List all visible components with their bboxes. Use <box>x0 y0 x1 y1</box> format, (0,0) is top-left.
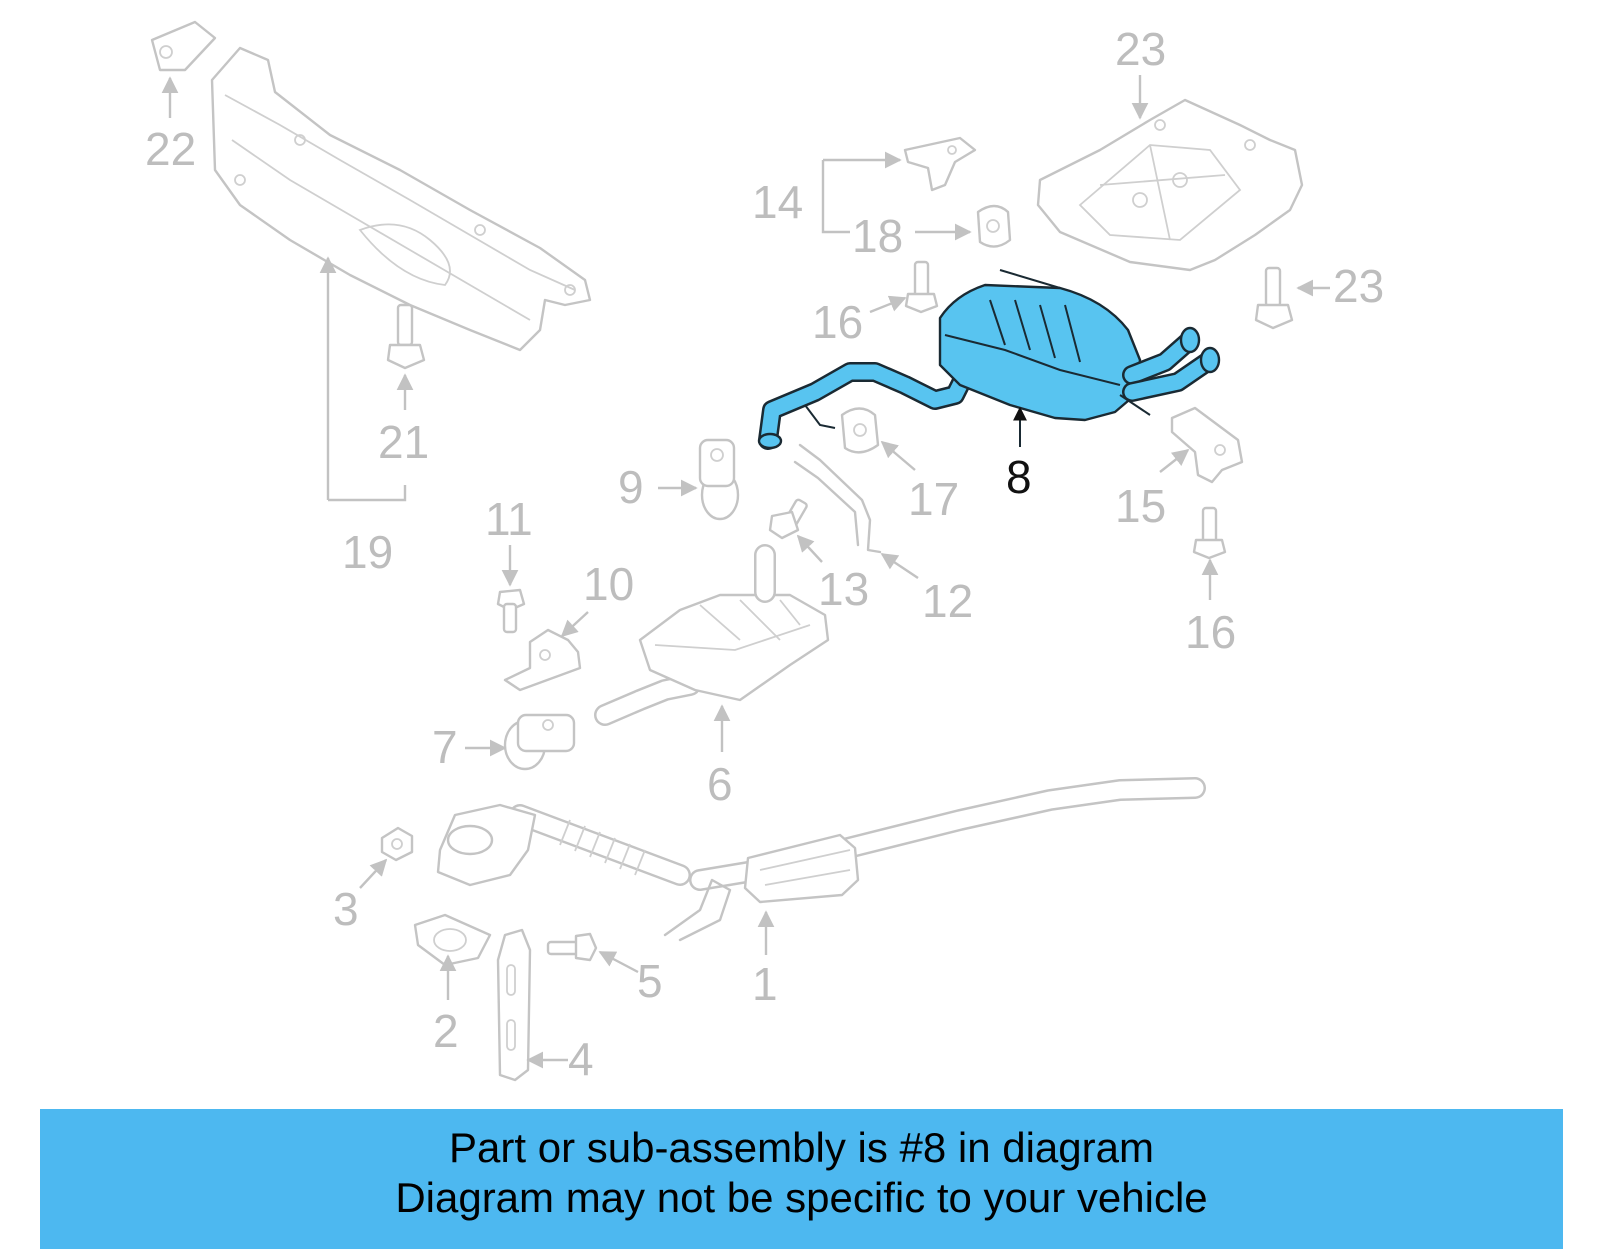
callout-23: 23 <box>1333 260 1384 312</box>
callout-12: 12 <box>922 575 973 627</box>
banner-line-disclaimer: Diagram may not be specific to your vehi… <box>395 1174 1208 1221</box>
callout-17: 17 <box>908 473 959 525</box>
callout-14: 14 <box>752 176 803 228</box>
leader-lines <box>161 75 1330 1069</box>
bolt-part-16-lower <box>1192 506 1227 560</box>
callout-2: 2 <box>433 1005 459 1057</box>
bracket-part-4 <box>496 928 532 1082</box>
info-banner: Part or sub-assembly is #8 in diagram Di… <box>40 1109 1563 1249</box>
hanger-part-18 <box>976 204 1012 248</box>
callout-16-lower: 16 <box>1185 606 1236 658</box>
callout-18: 18 <box>852 210 903 262</box>
bolt-part-5 <box>546 932 598 962</box>
callout-7: 7 <box>432 721 458 773</box>
callout-8: 8 <box>1006 451 1032 503</box>
front-pipe-part-1 <box>663 777 1206 942</box>
bolt-part-23 <box>1254 266 1294 330</box>
bracket-part-21 <box>150 20 217 72</box>
callout-15: 15 <box>1115 480 1166 532</box>
bracket-part-14 <box>903 136 977 192</box>
callout-21: 22 <box>145 123 196 175</box>
bracket-part-12 <box>793 443 882 554</box>
clamp-part-7 <box>503 713 576 771</box>
callout-13: 13 <box>818 563 869 615</box>
callout-10: 10 <box>583 558 634 610</box>
bolt-part-16-upper <box>904 260 939 314</box>
callout-5: 5 <box>637 955 663 1007</box>
callout-labels: 22 21 19 23 14 18 16 23 8 17 15 16 9 11 … <box>145 23 1384 1085</box>
callout-16-upper: 16 <box>812 296 863 348</box>
callout-22: 23 <box>1115 23 1166 75</box>
heat-shield-part-22 <box>1036 98 1304 272</box>
callout-9: 9 <box>618 461 644 513</box>
downpipe-section <box>436 803 691 887</box>
clamp-part-9 <box>698 438 740 521</box>
callout-20: 21 <box>378 416 429 468</box>
heat-shield-part-19 <box>210 46 592 352</box>
bracket-part-15 <box>1170 406 1244 484</box>
hanger-part-17 <box>840 407 880 454</box>
callout-11: 11 <box>485 493 533 545</box>
bolt-part-20 <box>386 303 426 370</box>
rear-muffler-part-8[interactable] <box>757 269 1221 450</box>
bolt-part-13 <box>768 498 808 540</box>
gasket-part-2 <box>413 913 492 967</box>
callout-1: 1 <box>752 958 778 1010</box>
center-muffler-part-6 <box>594 544 830 726</box>
nut-part-3 <box>380 826 414 862</box>
callout-19: 19 <box>342 526 393 578</box>
callout-3: 3 <box>333 883 359 935</box>
bolt-part-11 <box>496 588 526 634</box>
bracket-part-10 <box>503 628 582 692</box>
banner-line-part-number: Part or sub-assembly is #8 in diagram <box>449 1124 1154 1171</box>
callout-4: 4 <box>568 1033 594 1085</box>
callout-6: 6 <box>707 758 733 810</box>
